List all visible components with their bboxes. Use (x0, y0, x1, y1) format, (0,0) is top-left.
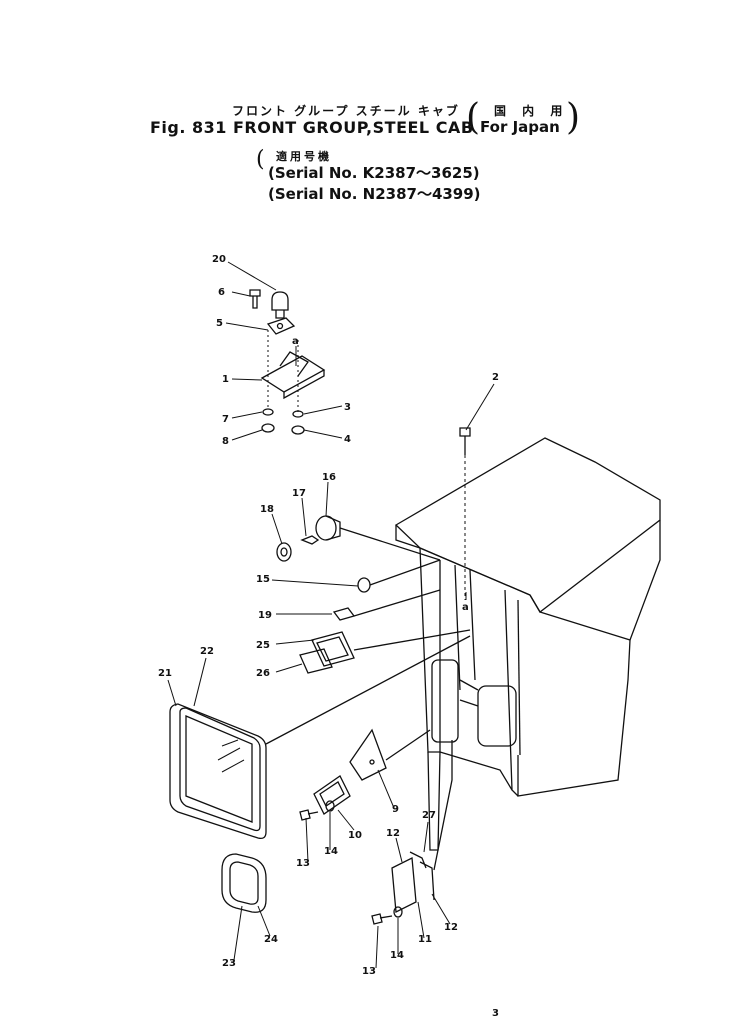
callout-20: 20 (212, 254, 226, 265)
front-window (169, 635, 471, 840)
callout-ref-a-top: a (292, 336, 299, 347)
callout-9: 9 (392, 804, 399, 815)
callout-12a: 12 (386, 828, 400, 839)
cover-plate (299, 728, 431, 821)
callout-13a: 13 (296, 858, 310, 869)
callout-25: 25 (256, 640, 270, 651)
market-japanese: 国 内 用 (494, 104, 569, 118)
callout-21: 21 (158, 668, 172, 679)
callout-3: 3 (344, 402, 351, 413)
callout-14a: 14 (324, 846, 338, 857)
callout-ref-a-bottom: a (462, 602, 469, 613)
lamp-parts (276, 515, 441, 621)
callout-4: 4 (344, 434, 351, 445)
callout-2: 2 (492, 372, 499, 383)
paren-left: ( (466, 97, 481, 138)
callout-14b: 14 (390, 950, 404, 961)
callout-8: 8 (222, 436, 229, 447)
callout-labels: 20 6 5 a 1 7 8 3 4 2 16 17 18 15 a 19 25… (158, 254, 499, 1019)
callout-12b: 12 (444, 922, 458, 933)
callout-27: 27 (422, 810, 436, 821)
callout-5: 5 (216, 318, 223, 329)
callout-22: 22 (200, 646, 214, 657)
serial-japanese: 適用号機 (276, 150, 332, 163)
callout-18: 18 (260, 504, 274, 515)
callout-11: 11 (418, 934, 432, 945)
cab-body (394, 437, 661, 851)
callout-13b: 13 (362, 966, 376, 977)
door-plate (371, 740, 453, 925)
bolt-2 (459, 427, 471, 600)
callout-16: 16 (322, 472, 336, 483)
callout-26: 26 (256, 668, 270, 679)
title-block: フロント グループ スチール キャブ Fig. 831 FRONT GROUP,… (0, 0, 735, 210)
page-mark: 3 (492, 1008, 499, 1019)
paren-serial-left: ( (256, 147, 265, 172)
leader-lines (167, 261, 495, 969)
small-window (299, 629, 471, 674)
callout-1: 1 (222, 374, 229, 385)
callout-10: 10 (348, 830, 362, 841)
callout-23: 23 (222, 958, 236, 969)
serial-range-k: (Serial No. K2387～3625) (268, 164, 480, 182)
title-main: Fig. 831 FRONT GROUP,STEEL CAB (150, 118, 474, 137)
title-japanese: フロント グループ スチール キャブ (232, 104, 460, 118)
callout-15: 15 (256, 574, 270, 585)
serial-range-n: (Serial No. N2387～4399) (268, 185, 481, 203)
callout-19: 19 (258, 610, 272, 621)
side-window (221, 853, 267, 913)
market-english: For Japan (480, 118, 560, 136)
callout-24: 24 (264, 934, 278, 945)
callout-7: 7 (222, 414, 229, 425)
callout-6: 6 (218, 287, 225, 298)
callout-17: 17 (292, 488, 306, 499)
paren-right: ) (566, 97, 581, 138)
